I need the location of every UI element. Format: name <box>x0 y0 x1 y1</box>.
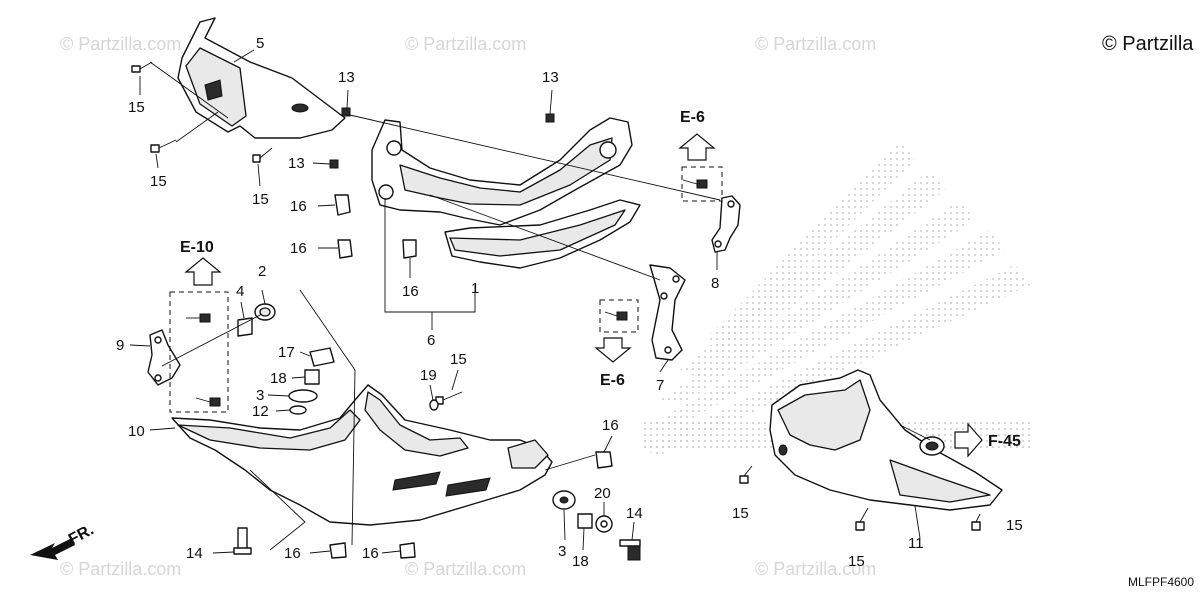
watermark-text: © Partzilla.com <box>755 559 876 579</box>
part-1-guard <box>444 199 641 269</box>
callouts: 5 15 15 15 13 13 13 16 16 16 1 6 8 7 9 1… <box>116 35 1023 570</box>
clip-17-icon <box>309 347 335 367</box>
callout-15: 15 <box>128 99 145 116</box>
reference-label-e10: E-10 <box>180 239 214 256</box>
clip-16-icon <box>337 239 353 259</box>
callout-3: 3 <box>256 387 264 404</box>
callout-16: 16 <box>402 283 419 300</box>
reference-boxes <box>169 166 723 413</box>
callout-15: 15 <box>1006 517 1023 534</box>
grommet-3-icon <box>552 490 576 510</box>
bolt-14-icon <box>233 527 252 555</box>
callout-15: 15 <box>450 351 467 368</box>
reference-arrow-e10 <box>184 257 222 286</box>
leader-lines <box>129 49 931 554</box>
callout-13: 13 <box>338 69 355 86</box>
nut-13-icon <box>329 159 339 169</box>
callout-19: 19 <box>420 367 437 384</box>
callout-14: 14 <box>626 505 643 522</box>
callout-11: 11 <box>908 535 924 552</box>
clip-19-icon <box>429 399 439 411</box>
callout-18: 18 <box>270 370 287 387</box>
callout-16: 16 <box>290 240 307 257</box>
part-10-lower-cowl <box>171 384 553 526</box>
bolt-icon <box>186 313 211 323</box>
front-direction-arrow: FR. <box>30 521 97 560</box>
reference-label-e6-bottom: E-6 <box>600 372 625 389</box>
clip-16-icon <box>402 239 417 259</box>
callout-9: 9 <box>116 337 124 354</box>
part-8-bracket <box>711 195 741 253</box>
callout-8: 8 <box>711 275 719 292</box>
screw-15-icon <box>131 61 153 73</box>
callout-2: 2 <box>258 263 266 280</box>
collar-18-icon <box>304 369 320 385</box>
screw-15-icon <box>971 513 981 531</box>
clip-16-icon <box>334 194 351 216</box>
brand-label: © Partzilla <box>1102 33 1194 55</box>
clip-16-icon <box>595 451 613 469</box>
screw-15-icon <box>252 147 273 163</box>
watermarks: © Partzilla.com © Partzilla.com © Partzi… <box>60 34 876 579</box>
bolt-14-icon <box>619 539 641 561</box>
washer-12-icon <box>289 405 307 415</box>
callout-20: 20 <box>594 485 611 502</box>
callout-14: 14 <box>186 545 203 562</box>
watermark-text: © Partzilla.com <box>60 559 181 579</box>
grommet-2-icon <box>254 303 276 321</box>
clip-16-icon <box>329 542 347 559</box>
reference-arrow-e6-bottom <box>594 337 632 363</box>
reference-label-f45: F-45 <box>988 433 1021 450</box>
callout-4: 4 <box>236 283 244 300</box>
part-11-lower-cowl <box>769 369 1003 511</box>
watermark-text: © Partzilla.com <box>405 559 526 579</box>
reference-arrow-f45 <box>954 422 983 458</box>
callout-17: 17 <box>278 344 295 361</box>
collar-18-icon <box>577 513 593 529</box>
nut-13-icon <box>545 113 555 123</box>
callout-10: 10 <box>128 423 145 440</box>
screw-15-icon <box>739 465 753 484</box>
callout-13: 13 <box>542 69 559 86</box>
callout-12: 12 <box>252 403 269 420</box>
screw-15-icon <box>855 507 869 531</box>
diagram-code: MLFPF4600 <box>1128 575 1194 589</box>
bolt-icon <box>604 311 628 321</box>
screw-15-icon <box>150 139 177 153</box>
callout-18: 18 <box>572 553 589 570</box>
callout-15: 15 <box>252 191 269 208</box>
bolt-icon <box>682 179 708 189</box>
callout-5: 5 <box>256 35 264 52</box>
wing-logo-watermark <box>640 140 1030 455</box>
watermark-text: © Partzilla.com <box>60 34 181 54</box>
screw-15-icon <box>435 391 463 405</box>
part-7-bracket <box>649 264 686 361</box>
clip-16-icon <box>399 542 416 559</box>
collar-4-icon <box>237 317 253 337</box>
bolt-icon <box>195 397 221 407</box>
callout-6: 6 <box>427 332 435 349</box>
reference-arrow-e6-top <box>678 133 716 161</box>
callout-1: 1 <box>471 280 479 297</box>
part-6-frame <box>371 117 633 226</box>
callout-16: 16 <box>290 198 307 215</box>
callout-7: 7 <box>656 377 664 394</box>
nut-13-icon <box>341 107 351 117</box>
callout-13: 13 <box>288 155 305 172</box>
callout-3: 3 <box>558 543 566 560</box>
callout-15: 15 <box>848 553 865 570</box>
callout-15: 15 <box>732 505 749 522</box>
reference-label-e6-top: E-6 <box>680 109 705 126</box>
part-5-upper-cover <box>177 17 346 139</box>
washer-20-icon <box>595 515 613 533</box>
callout-16: 16 <box>602 417 619 434</box>
grommet-3-icon <box>288 389 318 403</box>
callout-16: 16 <box>362 545 379 562</box>
part-9-bracket <box>147 329 181 386</box>
watermark-text: © Partzilla.com <box>755 34 876 54</box>
callout-15: 15 <box>150 173 167 190</box>
callout-16: 16 <box>284 545 301 562</box>
watermark-text: © Partzilla.com <box>405 34 526 54</box>
